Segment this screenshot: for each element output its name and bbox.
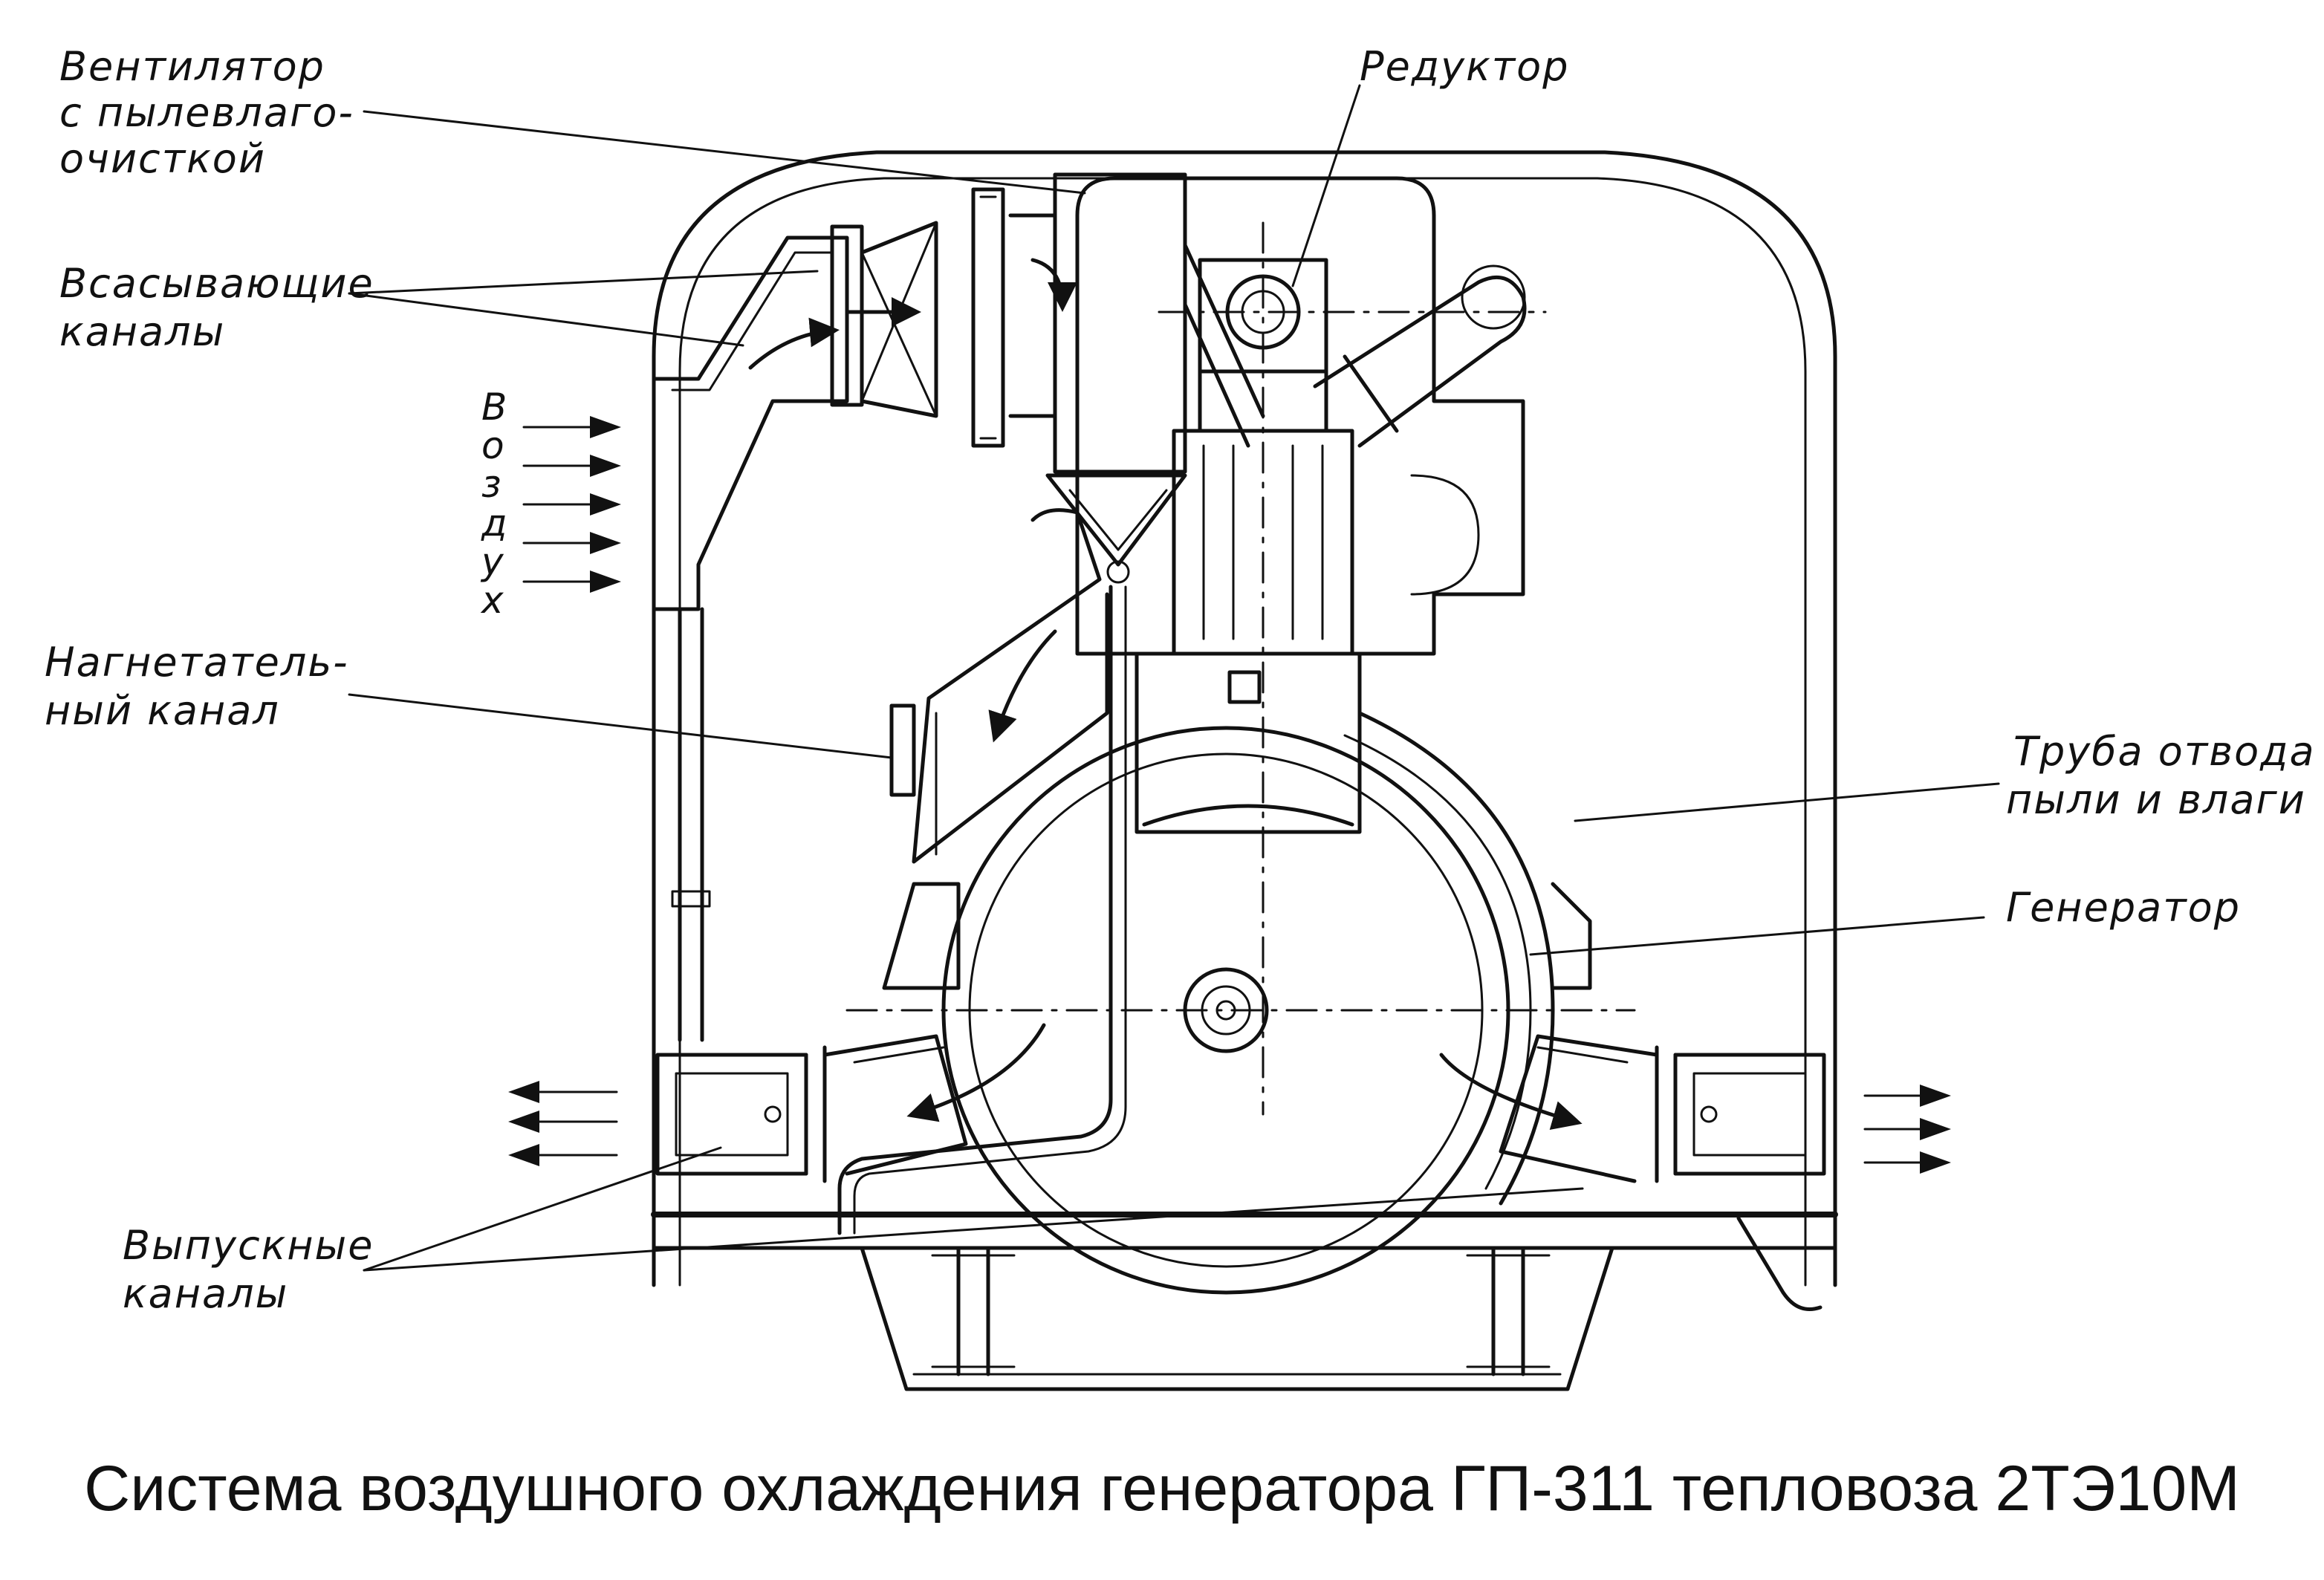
label-intake: Всасывающие каналы [59, 260, 374, 355]
air-inlet-arrows [522, 416, 621, 593]
label-exhaust-line1: Выпускные [123, 1222, 374, 1269]
label-fan-line1: Вентилятор [59, 43, 325, 90]
label-dust-pipe-line2: пыли и влаги [2006, 776, 2306, 823]
diagram-caption: Система воздушного охлаждения генератора… [84, 1453, 2240, 1524]
leader-lines [348, 84, 2000, 1272]
label-generator: Генератор [2006, 884, 2241, 931]
label-air-letter-6: х [480, 579, 504, 622]
label-pressure-line2: ный канал [45, 687, 280, 734]
label-air-letter-3: з [481, 463, 502, 506]
generator [845, 711, 1636, 1295]
label-air-letter-2: о [481, 424, 504, 467]
left-air-outlet-arrows [508, 1081, 618, 1166]
label-air: В о з д у х [480, 386, 507, 622]
right-exhaust-channel [1499, 1034, 1826, 1311]
label-pressure-line1: Нагнетатель- [45, 639, 349, 686]
left-exhaust-channel [655, 1034, 968, 1183]
fan-housing [971, 172, 1265, 584]
label-pressure: Нагнетатель- ный канал [45, 639, 349, 734]
label-fan-line2: с пылевлаго- [59, 89, 354, 136]
right-intake-pipe [1313, 264, 1527, 448]
floor-frame [651, 1212, 1838, 1391]
label-air-letter-1: В [481, 386, 507, 429]
label-reducer: Редуктор [1360, 43, 1569, 90]
engine-riser [1135, 429, 1362, 834]
label-fan: Вентилятор с пылевлаго- очисткой [59, 43, 354, 182]
label-intake-line1: Всасывающие [59, 260, 374, 307]
left-intake-channel [652, 221, 938, 1042]
dust-removal-pipe [837, 585, 1127, 1235]
label-fan-line3: очисткой [59, 135, 266, 182]
label-exhaust-line2: каналы [123, 1270, 288, 1317]
reducer [1158, 221, 1547, 1116]
label-dust-pipe-line1: Труба отвода [2013, 728, 2316, 775]
label-intake-line2: каналы [59, 308, 225, 355]
right-air-outlet-arrows [1863, 1085, 1951, 1174]
label-dust-pipe: Труба отвода пыли и влаги [2006, 728, 2316, 823]
engine-block [1075, 176, 1525, 656]
label-air-letter-5: у [480, 540, 504, 583]
label-air-letter-4: д [481, 501, 507, 544]
flow-arrows [748, 258, 1583, 1130]
pressure-channel [889, 508, 1109, 864]
label-exhaust: Выпускные каналы [123, 1222, 374, 1317]
